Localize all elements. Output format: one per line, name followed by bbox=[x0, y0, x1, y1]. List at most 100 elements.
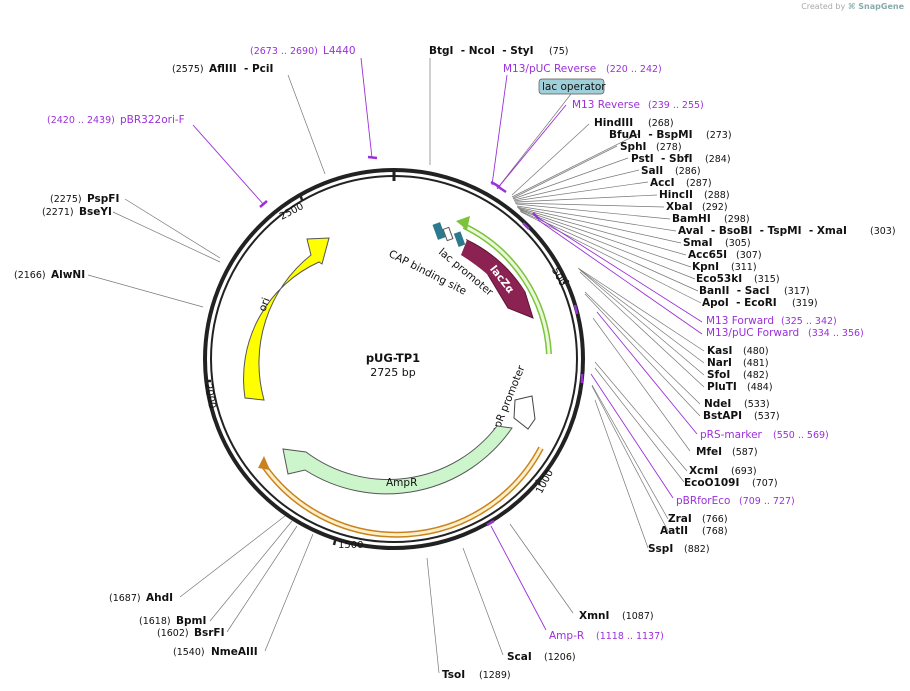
site-sphi: SphI bbox=[620, 141, 646, 153]
site-btgi-ncoi-styi-pos: (75) bbox=[549, 46, 569, 57]
site-bpmi: BpmI bbox=[176, 615, 206, 627]
site-xcmi: XcmI bbox=[689, 465, 718, 477]
site-eco0109i-pos: (707) bbox=[752, 478, 778, 489]
site-labels: BtgI - NcoI - StyI (75) HindIII (268) Bf… bbox=[14, 45, 896, 681]
site-aatii: AatII bbox=[660, 525, 688, 537]
primer-pbrforeco: pBRforEco bbox=[676, 495, 730, 507]
cap-binding-site-box bbox=[432, 222, 446, 240]
site-afliii-pcii: AflIII - PciI bbox=[209, 63, 273, 75]
site-aatii-pos: (768) bbox=[702, 526, 728, 537]
tick-mark-500 bbox=[562, 279, 570, 285]
site-sphi-pos: (278) bbox=[656, 142, 682, 153]
site-xcmi-pos: (693) bbox=[731, 466, 757, 477]
site-eco0109i: EcoO109I bbox=[684, 477, 739, 489]
lac-region-arrowhead bbox=[456, 216, 470, 230]
tick-label-2000: 2000 bbox=[202, 383, 217, 410]
credit-prefix: Created by bbox=[801, 2, 846, 11]
ampr-orange-arc-inner bbox=[262, 447, 543, 537]
primer-prs-marker-pos: (550 .. 569) bbox=[773, 430, 829, 441]
site-alwni: AlwNI bbox=[51, 269, 85, 281]
site-scai-pos: (1206) bbox=[544, 652, 576, 663]
tick-mark-2500 bbox=[298, 193, 304, 201]
site-apoi-ecori: ApoI - EcoRI bbox=[702, 297, 777, 309]
lac-operator-box bbox=[453, 231, 466, 247]
site-xbai: XbaI bbox=[666, 201, 693, 213]
primer-m13-puc-reverse-pos: (220 .. 242) bbox=[606, 64, 662, 75]
primer-m13-forward-pos: (325 .. 342) bbox=[781, 316, 837, 327]
ampr-arrow bbox=[282, 425, 513, 495]
credit-brand: SnapGene bbox=[858, 2, 904, 11]
primer-labels: L4440 (2673 .. 2690) M13/pUC Reverse (22… bbox=[47, 45, 864, 642]
lac-operator-badge bbox=[538, 78, 605, 95]
site-sspi: SspI bbox=[648, 543, 673, 555]
tick-label-1500: 1500 bbox=[338, 540, 363, 551]
site-acci: AccI bbox=[650, 177, 674, 189]
primer-prs-marker: pRS-marker bbox=[700, 429, 763, 441]
site-apoi-ecori-pos: (319) bbox=[792, 298, 818, 309]
primer-l4440-pos: (2673 .. 2690) bbox=[250, 46, 318, 57]
site-hindiii-pos: (268) bbox=[648, 118, 674, 129]
lac-promoter-box bbox=[442, 226, 454, 242]
primer-amp-r: Amp-R bbox=[549, 630, 584, 642]
site-nmeaiii-pos: (1540) bbox=[173, 647, 205, 658]
site-tsoi-pos: (1289) bbox=[479, 670, 511, 681]
site-avai-xmai-pos: (303) bbox=[870, 226, 896, 237]
site-bsrfi-pos: (1602) bbox=[157, 628, 189, 639]
site-afliii-pcii-pos: (2575) bbox=[172, 64, 204, 75]
lac-operator-leader bbox=[499, 93, 572, 186]
site-tsoi: TsoI bbox=[442, 669, 465, 681]
site-sali: SalI bbox=[641, 165, 663, 177]
site-psti-sbfi: PstI - SbfI bbox=[631, 153, 693, 165]
primer-m13-puc-forward: M13/pUC Forward bbox=[706, 327, 799, 339]
site-hincii: HincII bbox=[659, 189, 693, 201]
site-xmni: XmnI bbox=[579, 610, 609, 622]
site-psti-sbfi-pos: (284) bbox=[705, 154, 731, 165]
primer-leader-lines bbox=[192, 57, 703, 631]
site-eco53ki: Eco53kI bbox=[696, 273, 742, 285]
site-banii-saci-pos: (317) bbox=[784, 286, 810, 297]
site-acc65i-pos: (307) bbox=[736, 250, 762, 261]
site-avai-xmai: AvaI - BsoBI - TspMI - XmaI bbox=[678, 225, 847, 237]
ampr-orange-arrowhead bbox=[258, 456, 270, 470]
site-zrai-pos: (766) bbox=[702, 514, 728, 525]
ampr-promoter-arrow bbox=[513, 395, 536, 430]
snapgene-logo-icon: ⌘ bbox=[847, 2, 856, 11]
site-mfei-pos: (587) bbox=[732, 447, 758, 458]
lac-region-arc-inner bbox=[463, 224, 551, 355]
site-btgi-ncoi-styi: BtgI - NcoI - StyI bbox=[429, 45, 534, 57]
site-smai: SmaI bbox=[683, 237, 713, 249]
site-nari-pos: (481) bbox=[743, 358, 769, 369]
lac-operator-label: lac operator bbox=[542, 81, 606, 93]
site-kasi-pos: (480) bbox=[743, 346, 769, 357]
site-sspi-pos: (882) bbox=[684, 544, 710, 555]
primer-m13-puc-forward-pos: (334 .. 356) bbox=[808, 328, 864, 339]
site-scai: ScaI bbox=[507, 651, 532, 663]
site-ahdi: AhdI bbox=[146, 592, 173, 604]
site-xbai-pos: (292) bbox=[702, 202, 728, 213]
site-eco53ki-pos: (315) bbox=[754, 274, 780, 285]
ampr-label: AmpR bbox=[386, 477, 417, 489]
site-pluti: PluTI bbox=[707, 381, 737, 393]
primer-m13-puc-reverse: M13/pUC Reverse bbox=[503, 63, 596, 75]
ori-arrow bbox=[243, 237, 330, 401]
site-sali-pos: (286) bbox=[675, 166, 701, 177]
primer-markers bbox=[259, 155, 584, 527]
site-banii-saci: BanII - SacI bbox=[699, 285, 769, 297]
primer-m13-forward: M13 Forward bbox=[706, 315, 774, 327]
site-bpmi-pos: (1618) bbox=[139, 616, 171, 627]
site-xmni-pos: (1087) bbox=[622, 611, 654, 622]
site-bamhi: BamHI bbox=[672, 213, 711, 225]
primer-pbrforeco-pos: (709 .. 727) bbox=[739, 496, 795, 507]
snapgene-credit: Created by ⌘ SnapGene bbox=[801, 2, 904, 11]
site-kpni: KpnI bbox=[692, 261, 719, 273]
tick-mark-1500 bbox=[332, 536, 338, 546]
site-bfuai-bspmi: BfuAI - BspMI bbox=[609, 129, 693, 141]
plasmid-name: pUG-TP1 bbox=[366, 351, 420, 365]
site-zrai: ZraI bbox=[668, 513, 692, 525]
site-nmeaiii: NmeAIII bbox=[211, 646, 258, 658]
site-bsrfi: BsrFI bbox=[194, 627, 225, 639]
site-pspfi-pos: (2275) bbox=[50, 194, 82, 205]
site-bstapi: BstAPI bbox=[703, 410, 742, 422]
primer-l4440: L4440 bbox=[323, 45, 356, 57]
